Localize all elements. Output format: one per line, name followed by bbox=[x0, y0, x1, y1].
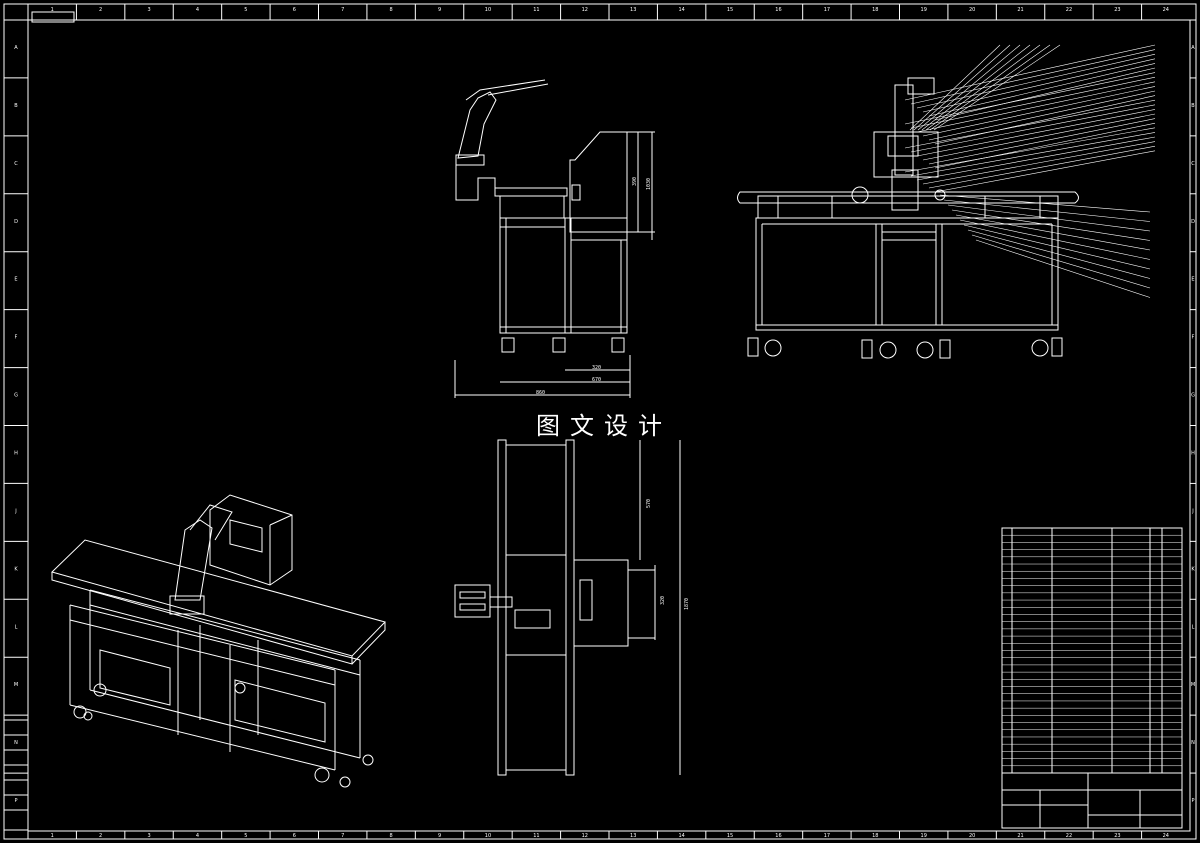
svg-text:670: 670 bbox=[592, 377, 601, 383]
zone-number: 24 bbox=[1163, 833, 1169, 839]
zone-letter: N bbox=[1191, 740, 1195, 746]
zone-number: 7 bbox=[341, 7, 344, 13]
zone-letter: E bbox=[1191, 277, 1194, 283]
zone-number: 11 bbox=[533, 7, 539, 13]
zone-letter: F bbox=[15, 335, 18, 341]
zone-number: 22 bbox=[1066, 7, 1072, 13]
zone-number: 9 bbox=[438, 833, 441, 839]
zone-number: 16 bbox=[775, 7, 781, 13]
zone-letter: K bbox=[1191, 566, 1195, 572]
svg-text:390: 390 bbox=[632, 177, 638, 186]
zone-number: 21 bbox=[1017, 833, 1023, 839]
zone-number: 2 bbox=[99, 7, 102, 13]
zone-number: 12 bbox=[582, 7, 588, 13]
zone-letter: C bbox=[1191, 161, 1195, 167]
zone-letter: A bbox=[14, 45, 18, 51]
zone-number: 10 bbox=[485, 833, 491, 839]
outer-frame bbox=[3, 3, 1197, 840]
svg-text:860: 860 bbox=[536, 390, 545, 396]
zone-letter: C bbox=[14, 161, 18, 167]
zone-number: 18 bbox=[872, 7, 878, 13]
svg-text:570: 570 bbox=[646, 499, 652, 508]
zone-letter: E bbox=[14, 277, 17, 283]
zone-number: 13 bbox=[630, 7, 636, 13]
parts-list bbox=[1001, 527, 1183, 774]
zone-letter: A bbox=[1191, 45, 1195, 51]
zone-number: 17 bbox=[824, 7, 830, 13]
zone-number: 19 bbox=[921, 7, 927, 13]
zone-number: 7 bbox=[341, 833, 344, 839]
drawing-number-box bbox=[31, 11, 75, 23]
zone-number: 8 bbox=[390, 833, 393, 839]
zone-letter: L bbox=[15, 624, 18, 630]
zone-number: 5 bbox=[244, 7, 247, 13]
isometric-view bbox=[51, 494, 386, 788]
zone-number: 22 bbox=[1066, 833, 1072, 839]
zone-number: 21 bbox=[1017, 7, 1023, 13]
svg-text:320: 320 bbox=[592, 365, 601, 371]
zone-letter: G bbox=[14, 393, 18, 399]
front-view bbox=[737, 44, 1156, 359]
zone-number: 11 bbox=[533, 833, 539, 839]
svg-text:1030: 1030 bbox=[646, 178, 652, 190]
zone-number: 6 bbox=[293, 7, 296, 13]
left-zone-strip: A A B B C C D D E E F F G G H H J J K K L L M M N N P P bbox=[4, 19, 1196, 804]
zone-number: 3 bbox=[147, 833, 150, 839]
zone-letter: B bbox=[14, 103, 18, 109]
revision-block bbox=[3, 719, 29, 831]
zone-letter: H bbox=[1191, 450, 1195, 456]
zone-number: 14 bbox=[678, 7, 684, 13]
zone-letter: M bbox=[14, 682, 18, 688]
zone-letter: B bbox=[1191, 103, 1195, 109]
zone-number: 18 bbox=[872, 833, 878, 839]
zone-number: 20 bbox=[969, 7, 975, 13]
zone-number: 24 bbox=[1163, 7, 1169, 13]
zone-number: 9 bbox=[438, 7, 441, 13]
zone-letter: F bbox=[1192, 335, 1195, 341]
zone-number: 1 bbox=[51, 833, 54, 839]
zone-letter: M bbox=[1191, 682, 1195, 688]
zone-number: 6 bbox=[293, 833, 296, 839]
zone-number: 2 bbox=[99, 833, 102, 839]
zone-letter: J bbox=[14, 508, 16, 514]
zone-number: 16 bbox=[775, 833, 781, 839]
zone-number: 4 bbox=[196, 7, 199, 13]
zone-number: 5 bbox=[244, 833, 247, 839]
zone-number: 1 bbox=[51, 7, 54, 13]
zone-number: 15 bbox=[727, 7, 733, 13]
zone-letter: K bbox=[14, 566, 18, 572]
zone-number: 8 bbox=[390, 7, 393, 13]
zone-number: 4 bbox=[196, 833, 199, 839]
zone-letter: L bbox=[1192, 624, 1195, 630]
zone-letter: P bbox=[1191, 798, 1194, 804]
zone-letter: J bbox=[1191, 508, 1193, 514]
zone-number: 15 bbox=[727, 833, 733, 839]
zone-number: 23 bbox=[1114, 7, 1120, 13]
zone-number: 3 bbox=[147, 7, 150, 13]
zone-letter: H bbox=[14, 450, 18, 456]
zone-letter: D bbox=[14, 219, 18, 225]
zone-number: 14 bbox=[678, 833, 684, 839]
svg-text:320: 320 bbox=[660, 596, 666, 605]
zone-letter: G bbox=[1191, 393, 1195, 399]
zone-letter: N bbox=[14, 740, 18, 746]
top-view: 570 320 1870 bbox=[454, 439, 690, 776]
zone-number: 13 bbox=[630, 833, 636, 839]
side-view: 390 1030 320 670 860 bbox=[454, 79, 655, 398]
zone-number: 19 bbox=[921, 833, 927, 839]
zone-letter: P bbox=[14, 798, 17, 804]
watermark-text: 图文设计 bbox=[536, 412, 672, 440]
zone-number: 23 bbox=[1114, 833, 1120, 839]
svg-text:1870: 1870 bbox=[684, 598, 690, 610]
zone-number: 12 bbox=[582, 833, 588, 839]
zone-letter: D bbox=[1191, 219, 1195, 225]
zone-number: 17 bbox=[824, 833, 830, 839]
zone-number: 20 bbox=[969, 833, 975, 839]
zone-number: 10 bbox=[485, 7, 491, 13]
title-block bbox=[1001, 772, 1183, 829]
